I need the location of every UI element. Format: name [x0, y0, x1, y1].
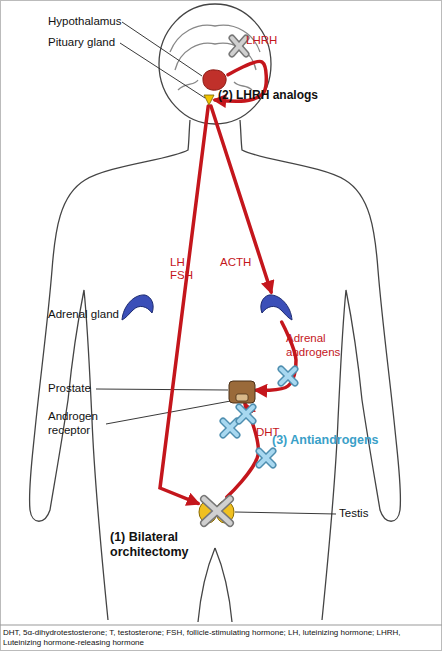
- antiandrogen-cross: [223, 421, 237, 435]
- testis-block-cross: [204, 499, 230, 523]
- hypothalamus-blob: [203, 70, 226, 90]
- pituitary-triangle: [204, 95, 214, 105]
- cross-stroke: [281, 369, 295, 383]
- lhrh-block-cross: [232, 38, 246, 54]
- callout-label: (2) LHRH analogs: [218, 88, 338, 102]
- cross-stroke: [223, 421, 237, 435]
- organ-label: Pituary gland: [48, 36, 138, 50]
- antiandrogen-cross: [259, 451, 273, 465]
- organ-label: Prostate: [48, 382, 108, 396]
- adrenal-group: [122, 295, 153, 320]
- cross-stroke: [239, 407, 253, 421]
- cross-stroke: [259, 451, 273, 465]
- leg-inner-left: [198, 548, 215, 622]
- cross-stroke: [281, 369, 295, 383]
- body-outline: [29, 4, 400, 622]
- cross-stroke: [232, 38, 246, 54]
- androgen-receptor-symbol: [236, 394, 248, 401]
- antiandrogen-crosses: [223, 369, 295, 465]
- organ-node: Pituary gland: [203, 94, 215, 106]
- hormone-label: DHT: [256, 426, 286, 439]
- hormone-arrow: [160, 106, 208, 503]
- organ-node: Prostate: [228, 380, 256, 404]
- leader-line: [120, 43, 205, 98]
- cross-stroke: [259, 451, 273, 465]
- organ-label: Testis: [339, 507, 389, 521]
- organ-node: Adrenal androgens: [258, 292, 294, 322]
- hormone-label: ACTH: [220, 256, 260, 269]
- organ-node: Adrenal gland: [120, 292, 156, 322]
- prostate-body: [229, 381, 255, 403]
- cross-stroke: [232, 38, 246, 54]
- cross-stroke: [281, 369, 295, 383]
- footnote-rule: [0, 625, 442, 626]
- callout-label: (1) Bilateral orchitectomy: [110, 530, 210, 560]
- adrenal-shape: [120, 292, 156, 322]
- cross-stroke: [223, 421, 237, 435]
- brain-gyrus: [178, 80, 198, 90]
- hormone-arrow: [211, 106, 271, 292]
- callout-label: Androgen receptor: [48, 410, 110, 438]
- antiandrogen-cross: [281, 369, 295, 383]
- organ-label: Hypothalamus: [48, 15, 138, 29]
- adrenal-crescent: [261, 295, 292, 320]
- cross-stroke: [259, 451, 273, 465]
- cross-stroke: [239, 407, 253, 421]
- adrenal-crescent: [122, 295, 153, 320]
- hormone-arrow: [227, 404, 259, 497]
- cross-stroke: [232, 38, 246, 54]
- organ-label: Adrenal androgens: [286, 332, 348, 360]
- pituitary-shape: [203, 94, 215, 106]
- cross-stroke: [239, 407, 253, 421]
- antiandrogen-cross: [239, 407, 253, 421]
- cross-stroke: [204, 499, 230, 523]
- body-right-mirror: [215, 120, 401, 622]
- leader-line: [235, 512, 336, 514]
- cross-stroke: [204, 499, 230, 523]
- hormone-label: LH FSH: [170, 256, 198, 282]
- adrenal-shape: [258, 292, 294, 322]
- cross-stroke: [232, 38, 246, 54]
- prostate-shape: [228, 380, 256, 404]
- cross-stroke: [281, 369, 295, 383]
- head-outline: [159, 4, 271, 124]
- cross-stroke: [239, 407, 253, 421]
- leader-line: [122, 22, 202, 76]
- footnote-caption: DHT, 5α-dihydrotestosterone; T, testoste…: [3, 628, 439, 648]
- cross-stroke: [204, 499, 230, 523]
- leg-inner-right: [215, 548, 232, 622]
- cross-stroke: [259, 451, 273, 465]
- cross-stroke: [223, 421, 237, 435]
- adrenal-group: [261, 295, 292, 320]
- hormone-label: LHRH: [246, 34, 286, 47]
- cross-stroke: [204, 499, 230, 523]
- cross-stroke: [223, 421, 237, 435]
- callout-label: (3) Antiandrogens: [272, 433, 402, 448]
- body-right-side: [240, 120, 401, 620]
- organ-label: Adrenal gland: [48, 308, 122, 322]
- leader-line: [96, 389, 228, 390]
